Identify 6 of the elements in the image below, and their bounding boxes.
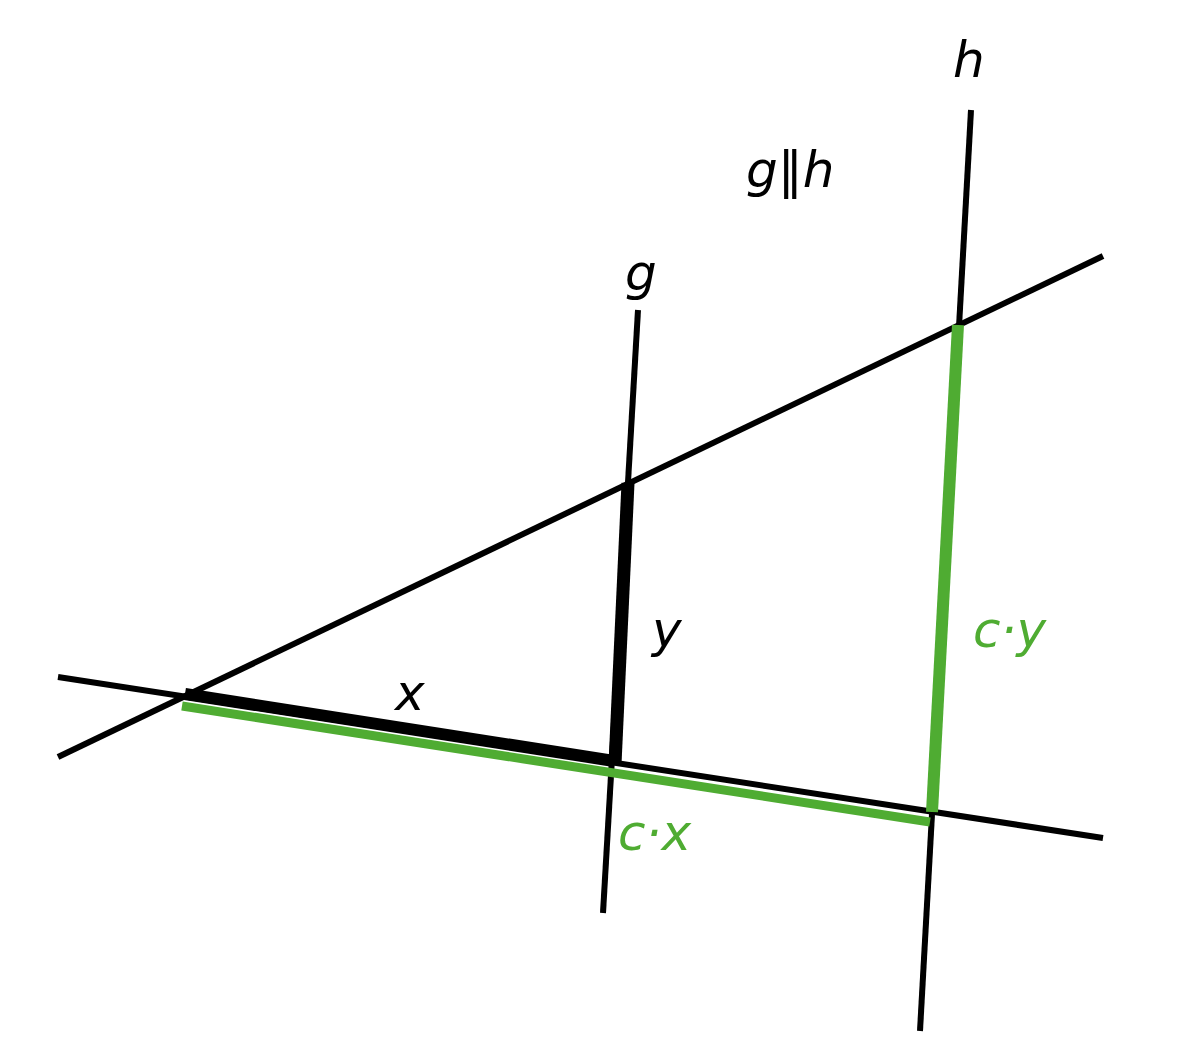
line-label: g <box>625 248 657 298</box>
segment-label: y <box>652 605 682 655</box>
segment-label: x <box>395 668 425 718</box>
segment-label: c·x <box>618 808 691 858</box>
segment-label: c·y <box>973 605 1046 655</box>
line-label: h <box>953 35 985 85</box>
